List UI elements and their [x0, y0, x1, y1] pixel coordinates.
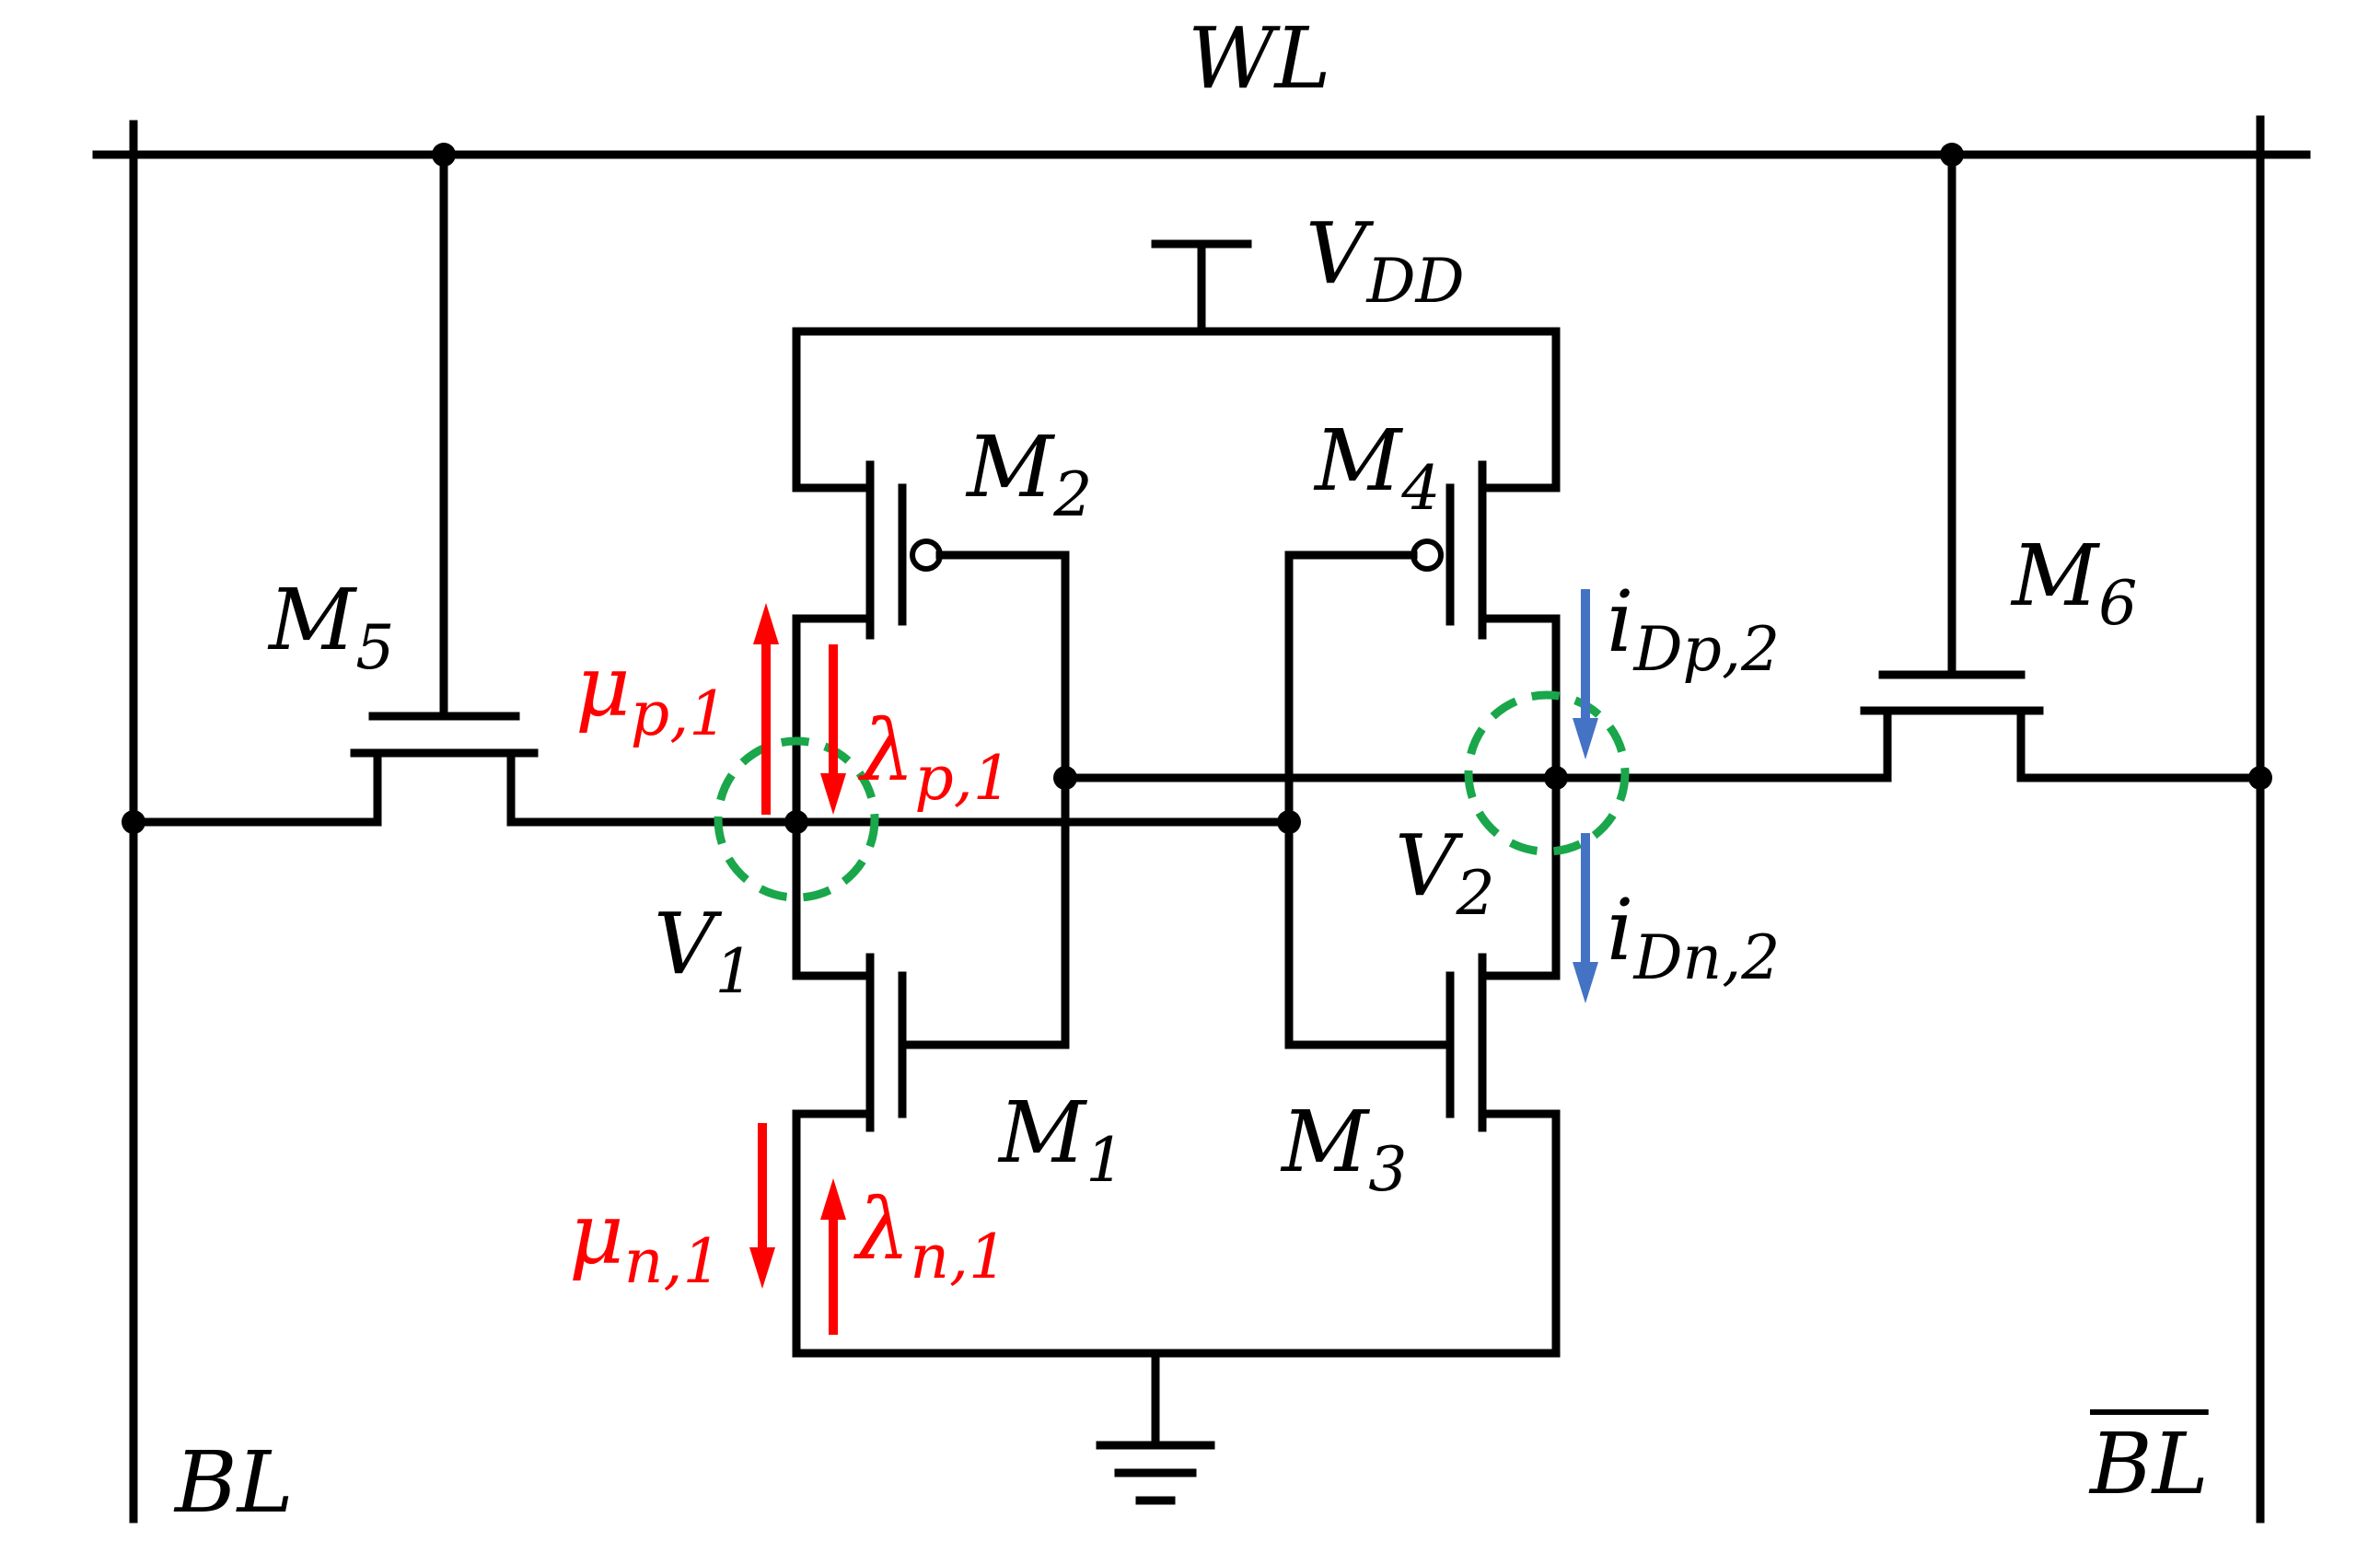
arrow-lambda-p1 — [820, 644, 846, 815]
label-v1: V1 — [654, 895, 754, 1008]
transistor-m2 — [792, 460, 1070, 640]
label-m6: M6 — [2012, 527, 2138, 640]
transistor-m5 — [129, 150, 801, 827]
label-m1: M1 — [999, 1083, 1125, 1197]
transistor-m1 — [792, 953, 1070, 1132]
transistor-m4 — [1284, 460, 1561, 640]
label-mu-n1: μn,1 — [569, 1185, 722, 1298]
label-vdd: VDD — [1306, 204, 1465, 318]
ground — [792, 1109, 1561, 1505]
transistor-m6 — [1551, 150, 2265, 782]
label-i-dp2: iDp,2 — [1607, 573, 1781, 686]
label-lambda-n1: λn,1 — [856, 1180, 1008, 1293]
vdd-supply — [792, 239, 1561, 492]
label-m4: M4 — [1315, 411, 1441, 525]
label-i-dn2: iDn,2 — [1607, 881, 1781, 994]
label-lambda-p1: λp,1 — [861, 701, 1012, 815]
label-mu-p1: μp,1 — [575, 637, 728, 750]
arrow-mu-n1 — [749, 1123, 775, 1289]
node-v1-highlight — [714, 736, 879, 902]
label-v2: V2 — [1395, 817, 1495, 930]
transistor-m3 — [1284, 953, 1561, 1132]
arrow-i-dp2 — [1573, 589, 1598, 759]
label-wl: WL — [1188, 9, 1331, 108]
label-m5: M5 — [269, 571, 395, 684]
junction-dots — [122, 143, 2272, 834]
label-bl: BL — [175, 1433, 294, 1532]
arrow-lambda-n1 — [820, 1178, 846, 1335]
arrow-mu-p1 — [753, 603, 779, 815]
label-bl-bar: BL — [2090, 1415, 2209, 1513]
label-m3: M3 — [1282, 1093, 1408, 1206]
arrow-i-dn2 — [1573, 833, 1598, 1003]
node-v2-highlight — [1464, 690, 1630, 856]
label-m2: M2 — [967, 418, 1093, 531]
